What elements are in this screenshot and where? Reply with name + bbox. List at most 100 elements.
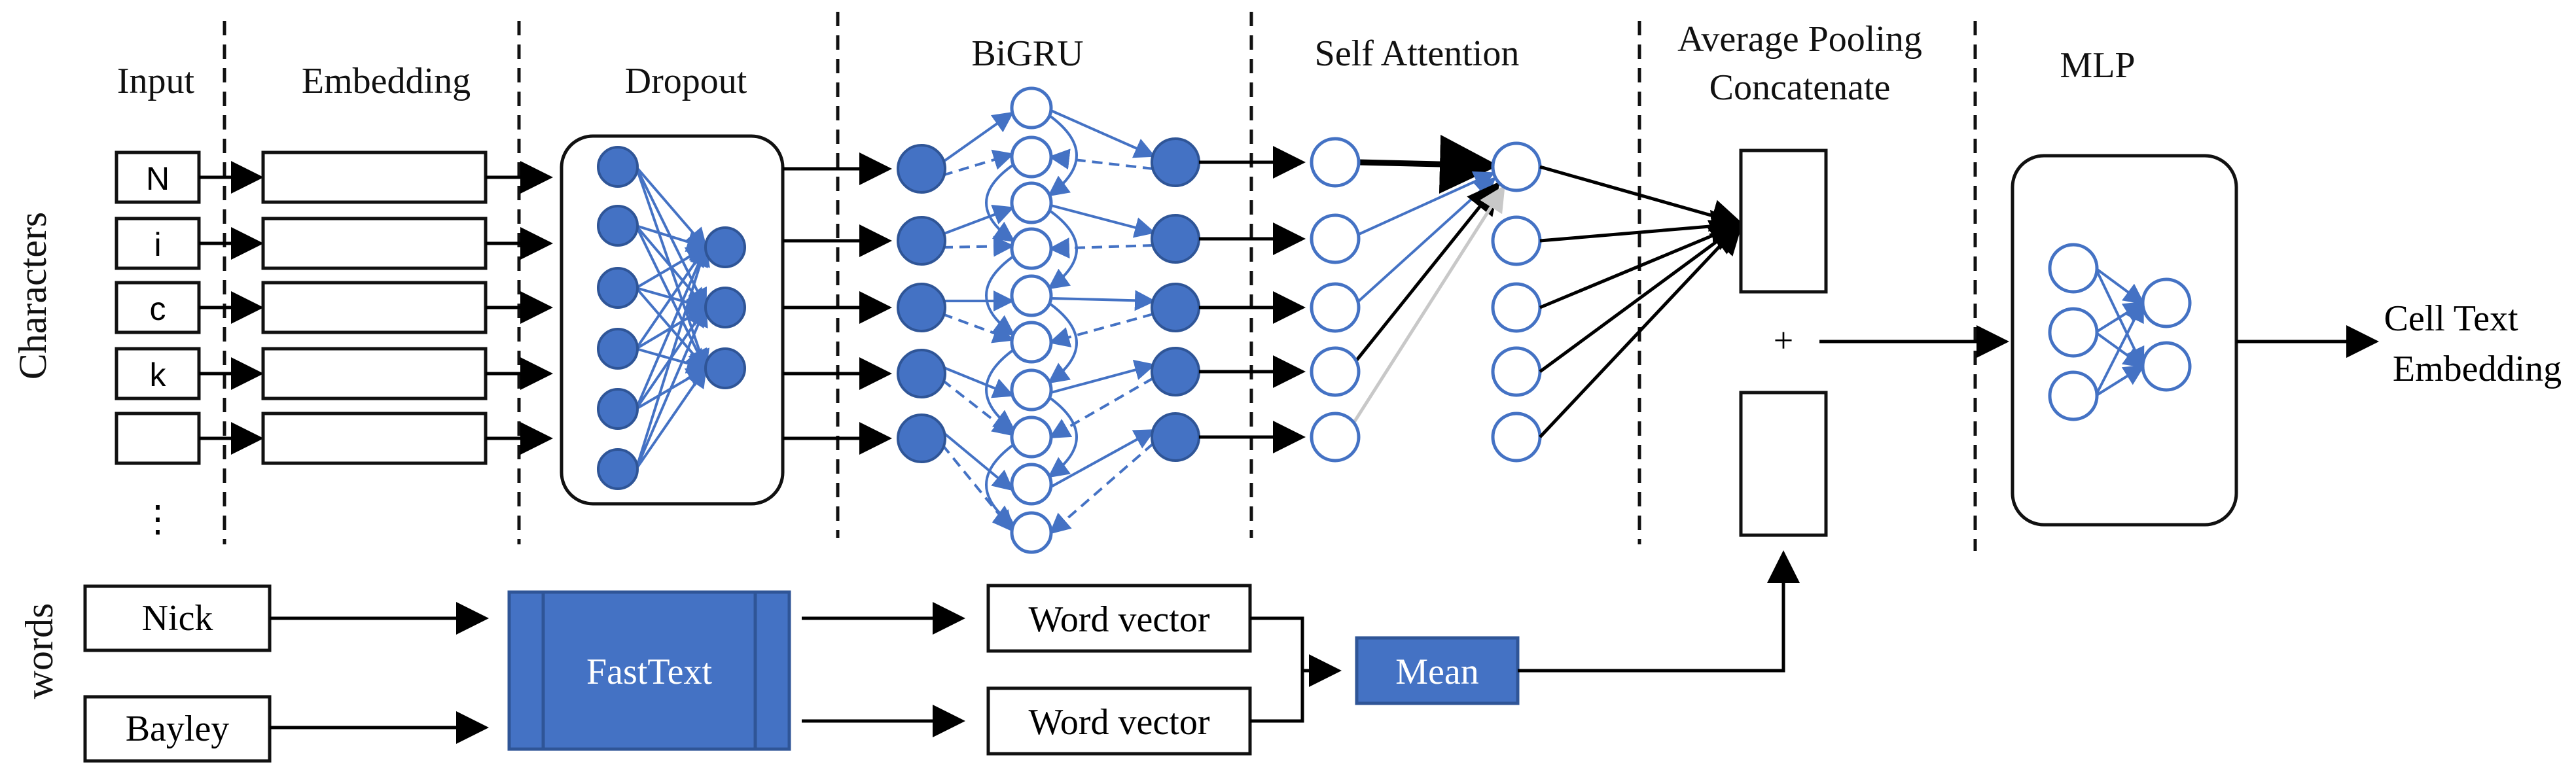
header-mlp: MLP: [2060, 45, 2135, 86]
bigru-hidden-node: [1010, 181, 1053, 224]
bigru-output-node: [1151, 283, 1200, 332]
bigru-block: [897, 86, 1200, 554]
bigru-to-attention-arrows: [1199, 146, 1306, 453]
mean-box: [1355, 636, 1520, 705]
word-vector-label-1: Word vector: [1029, 599, 1210, 640]
dropout-nodes: [597, 146, 746, 490]
attention-to-pooling-edges: [1539, 165, 1744, 438]
mlp-output-node: [2141, 341, 2192, 392]
embedding-box-2: [261, 217, 488, 270]
word-label-nick: Nick: [142, 598, 213, 639]
header-input: Input: [117, 61, 195, 101]
char-box-2: [115, 217, 201, 270]
section-headers: Input Embedding Dropout BiGRU Self Atten…: [117, 19, 2136, 108]
attention-edges: [1350, 135, 1505, 427]
word-box-nick: [83, 584, 272, 652]
header-embedding: Embedding: [302, 61, 471, 101]
dropout-container: [560, 134, 785, 506]
bigru-hidden-node: [1010, 415, 1053, 459]
section-dividers: [223, 12, 1977, 551]
attention-input-node: [1310, 412, 1361, 463]
attention-output-node: [1491, 412, 1542, 463]
attention-output-node: [1491, 346, 1542, 397]
pooled-char-vector: [1739, 149, 1828, 294]
bigru-hidden-node: [1010, 86, 1053, 130]
mlp-input-node: [2048, 307, 2099, 358]
bigru-output-node: [1151, 347, 1200, 396]
bigru-output-node: [1151, 412, 1200, 462]
character-inputs: N i c k ⋮: [115, 150, 201, 540]
dropout-output-node: [704, 287, 746, 328]
words-path: Nick Bayley FastText Word vector Word ve…: [83, 550, 1800, 763]
mlp-edges: [2094, 267, 2145, 397]
dropout-edges: [635, 166, 710, 470]
side-label-characters: Characters: [11, 212, 54, 380]
dropout-input-node: [597, 448, 639, 490]
char-box-3: [115, 281, 201, 334]
dropout-input-node: [597, 205, 639, 247]
bigru-hidden-node: [1010, 463, 1053, 506]
mean-label: Mean: [1395, 652, 1479, 692]
dropout-output-node: [704, 347, 746, 389]
word-label-bayley: Bayley: [126, 709, 230, 749]
word-box-bayley: [83, 695, 272, 763]
attention-nodes: [1310, 137, 1542, 463]
fasttext-box: [507, 590, 791, 751]
mlp-input-node: [2048, 243, 2099, 294]
ellipsis: ⋮: [139, 499, 176, 540]
header-self-attention: Self Attention: [1315, 33, 1520, 74]
bigru-hidden-node: [1010, 227, 1053, 270]
attention-input-node: [1310, 346, 1361, 397]
word-vector-box-2: [986, 686, 1252, 756]
mlp-block: Cell Text Embedding: [2011, 154, 2562, 527]
pooling-block: +: [1539, 149, 2009, 537]
attention-input-node: [1310, 213, 1361, 264]
char-label-3: c: [150, 290, 166, 327]
concat-plus-sign: +: [1774, 321, 1793, 360]
mlp-input-node: [2048, 370, 2099, 421]
embedding-box-1: [261, 150, 488, 204]
bigru-hidden-node: [1010, 321, 1053, 364]
header-pooling-line2: Concatenate: [1709, 67, 1891, 108]
dropout-output-node: [704, 226, 746, 268]
dropout-to-bigru-arrows: [783, 152, 892, 455]
bigru-output-node: [1151, 137, 1200, 187]
bigru-input-node: [897, 144, 946, 194]
char-label-2: i: [154, 226, 161, 263]
header-dropout: Dropout: [625, 61, 747, 101]
attention-output-node: [1491, 282, 1542, 333]
header-bigru: BiGRU: [971, 33, 1083, 74]
embedding-to-dropout-arrows: [486, 161, 553, 455]
dropout-input-node: [597, 328, 639, 370]
word-vector-label-2: Word vector: [1029, 702, 1210, 743]
embedding-box-5: [261, 412, 488, 465]
mean-word-vector: [1739, 391, 1828, 537]
mlp-output-node: [2141, 277, 2192, 328]
input-to-embedding-arrows: [199, 161, 264, 455]
bigru-hidden-node: [1010, 135, 1053, 179]
char-label-1: N: [146, 160, 170, 197]
header-pooling-line1: Average Pooling: [1677, 19, 1922, 60]
attention-output-node: [1491, 141, 1542, 192]
self-attention-block: [1310, 135, 1542, 463]
dropout-input-node: [597, 146, 639, 188]
fasttext-label: FastText: [586, 652, 713, 692]
side-label-words: words: [18, 603, 61, 699]
char-box-1: [115, 150, 201, 204]
dropout-block: [560, 134, 785, 506]
bigru-input-node: [897, 283, 946, 332]
bigru-input-node: [897, 413, 946, 463]
bigru-edges: [941, 109, 1156, 535]
dropout-input-node: [597, 388, 639, 430]
dropout-input-node: [597, 267, 639, 309]
bigru-output-node: [1151, 214, 1200, 264]
output-label-line1: Cell Text: [2384, 298, 2518, 339]
char-label-4: k: [150, 357, 167, 393]
mlp-nodes: [2048, 243, 2192, 421]
word-vector-box-1: [986, 584, 1252, 653]
bigru-input-node: [897, 216, 946, 266]
bigru-hidden-node: [1010, 274, 1053, 317]
bigru-nodes: [897, 86, 1200, 554]
embedding-box-4: [261, 347, 488, 400]
